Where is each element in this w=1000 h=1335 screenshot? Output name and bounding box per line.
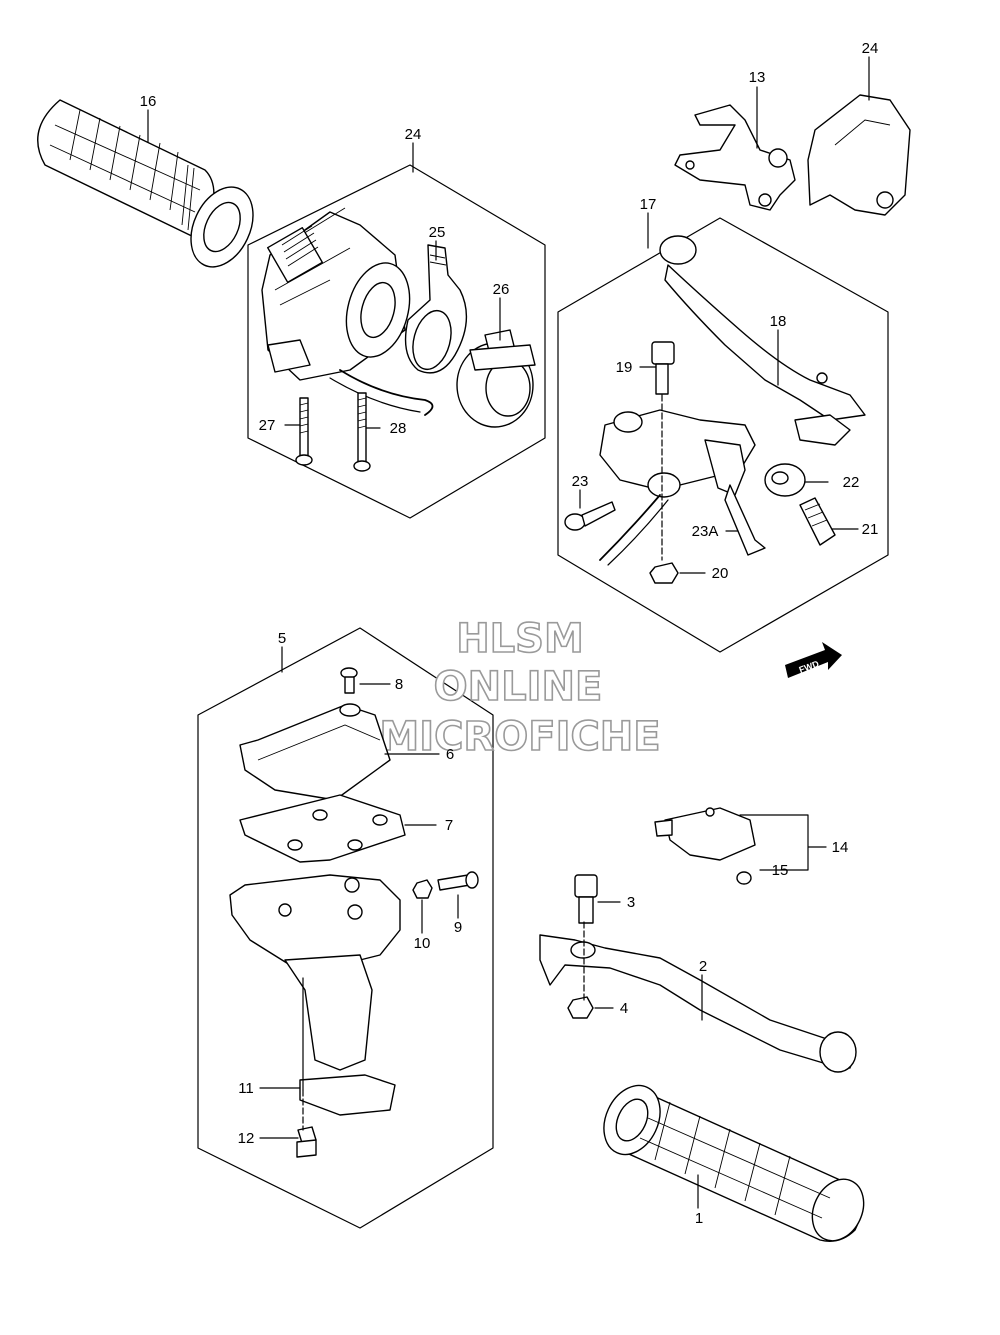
screw-23-drawing: [564, 501, 616, 531]
grip-left-drawing: [37, 99, 254, 268]
switch-part-27-drawing: [456, 329, 536, 428]
part-label-5: 5: [278, 630, 286, 647]
part-label-16: 16: [140, 93, 157, 110]
part-label-20: 20: [712, 565, 729, 582]
diaphragm-7-drawing: [239, 794, 406, 863]
group-5-outline: [197, 627, 494, 1229]
part-label-28: 27: [259, 417, 276, 434]
part-label-12: 12: [238, 1130, 255, 1147]
lever-18-drawing: [659, 235, 866, 446]
switch-assembly-drawing: [261, 207, 434, 416]
part-label-3: 3: [627, 894, 635, 911]
screw-9-drawing: [437, 871, 479, 891]
nut-20-drawing: [649, 562, 679, 584]
part-label-24: 24: [862, 40, 879, 57]
switch-21-drawing: [799, 497, 836, 546]
part-label-26: 25: [429, 224, 446, 241]
cover-24-drawing: [807, 94, 911, 216]
part-label-29: 28: [390, 420, 407, 437]
part-label-4: 4: [620, 1000, 628, 1017]
bolt-19-drawing: [651, 341, 675, 395]
part-label-25: 24: [405, 126, 422, 143]
grip-right-drawing: [603, 1084, 865, 1242]
part-label-18: 18: [770, 313, 787, 330]
part-label-1: 1: [695, 1210, 703, 1227]
part-label-10: 10: [414, 935, 431, 952]
bolt-3-drawing: [574, 874, 598, 924]
cover-6-drawing: [239, 703, 391, 801]
part-label-21: 21: [862, 521, 879, 538]
bolt-12-drawing: [296, 1126, 317, 1158]
part-label-7: 7: [445, 817, 453, 834]
nut-4-drawing: [567, 996, 594, 1019]
switch-part-26-drawing: [404, 244, 468, 374]
reservoir-body-drawing: [229, 874, 401, 1116]
part-label-23: 23: [572, 473, 589, 490]
part-label-19: 19: [616, 359, 633, 376]
screw-8-drawing: [340, 667, 358, 694]
part-label-8: 8: [395, 676, 403, 693]
nut-10-drawing: [412, 879, 433, 899]
part-label-23a: 23A: [692, 523, 719, 540]
screw-29-drawing: [353, 392, 371, 472]
watermark-line-2: ONLINE: [434, 664, 603, 710]
part-label-9: 9: [454, 919, 462, 936]
part-label-13: 13: [749, 69, 766, 86]
part-label-27: 26: [493, 281, 510, 298]
watermark-line-1: HLSM: [456, 616, 584, 662]
part-labels: 16 24 25 26 27 28 13 24 17 18 19 22 23 2…: [140, 40, 879, 1227]
lever-2-drawing: [539, 934, 857, 1073]
bracket-13-drawing: [674, 104, 796, 211]
screw-15-drawing: [736, 871, 752, 885]
group-17-outline: [557, 217, 889, 653]
part-label-11: 11: [238, 1080, 254, 1097]
part-label-17: 17: [640, 196, 657, 213]
part-label-15: 15: [772, 862, 789, 879]
forward-direction-marker: FWD: [785, 642, 842, 678]
watermark-line-3: MICROFICHE: [379, 714, 660, 760]
screw-28-drawing: [295, 397, 313, 466]
master-cylinder-drawing: [599, 409, 766, 566]
part-label-6: 6: [446, 746, 454, 763]
watermark: HLSM ONLINE MICROFICHE: [379, 615, 662, 761]
group-25-outline: [247, 164, 546, 519]
part-label-2: 2: [699, 958, 707, 975]
part-label-22: 22: [843, 474, 860, 491]
switch-14-drawing: [654, 807, 756, 861]
part-label-14: 14: [832, 839, 849, 856]
cap-22-drawing: [764, 463, 806, 497]
leader-lines: [147, 56, 870, 1209]
